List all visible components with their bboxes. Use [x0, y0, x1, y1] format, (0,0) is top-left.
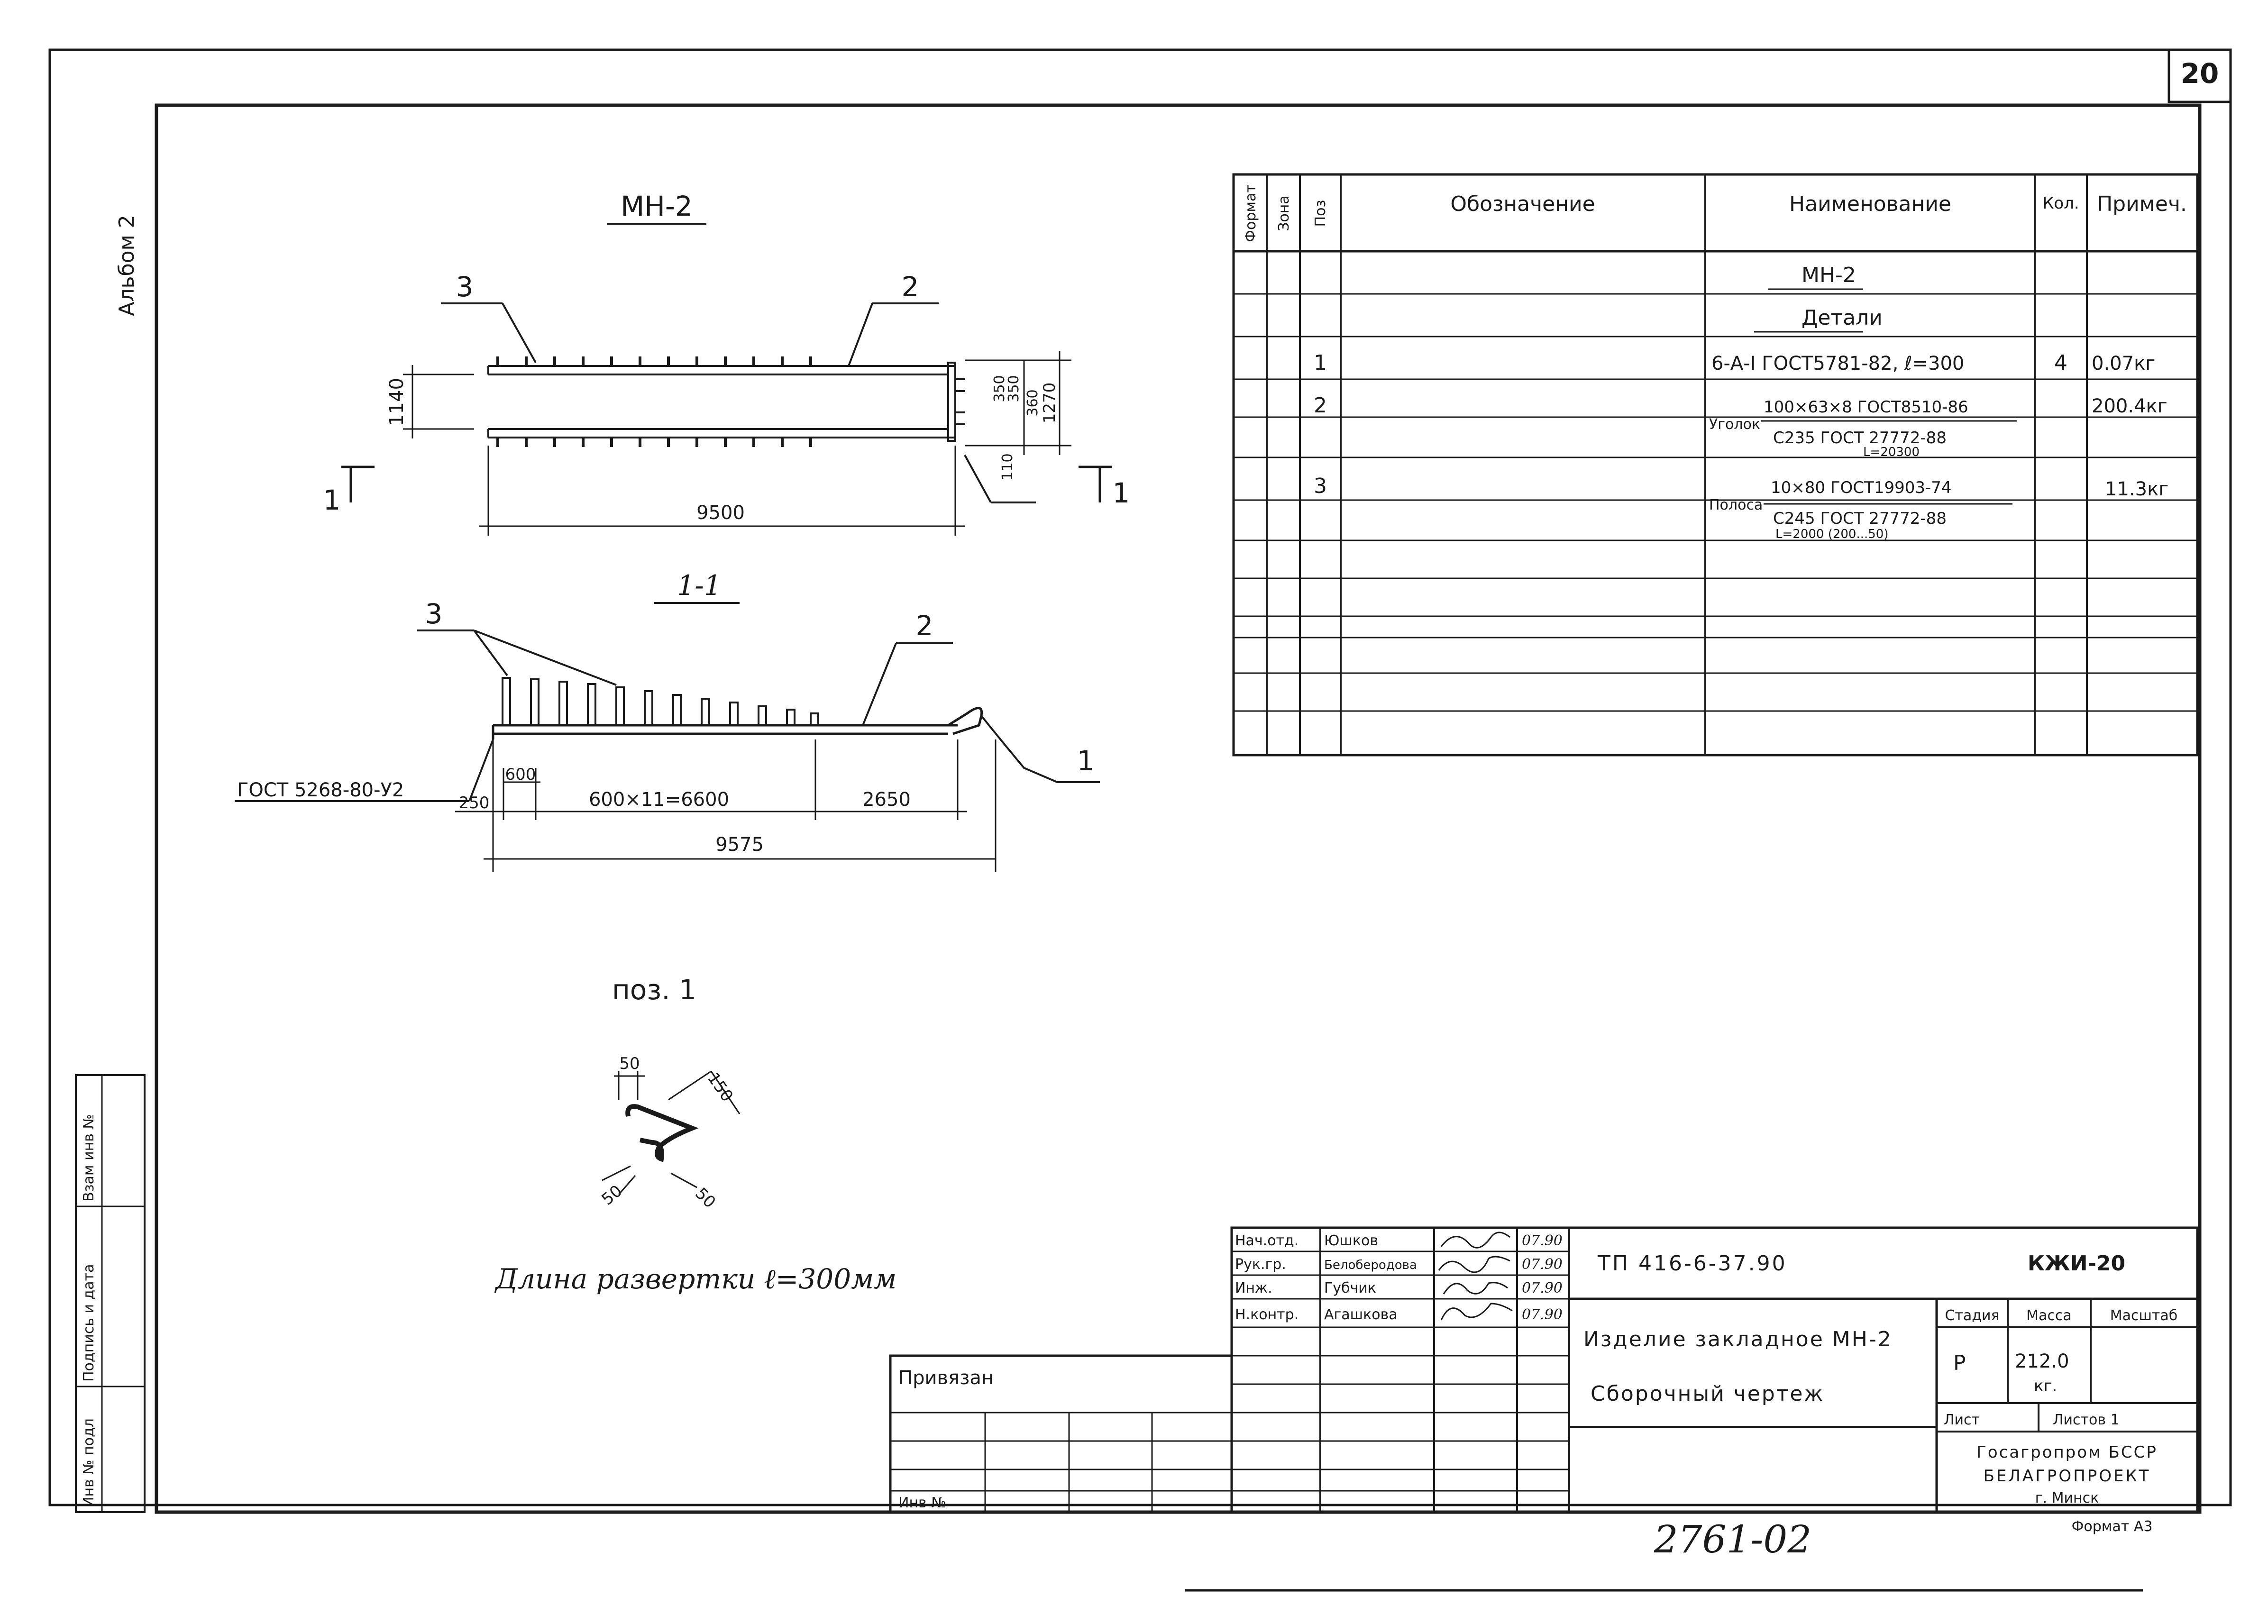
- plan-callout-3: 3: [456, 271, 474, 303]
- stage-value: Р: [1953, 1351, 1966, 1375]
- sheets-label: Листов 1: [2053, 1412, 2120, 1428]
- dim-6600: 600×11=6600: [589, 789, 729, 811]
- sig-date-0: 07.90: [1522, 1232, 1563, 1249]
- section-mark-left: 1: [323, 484, 341, 516]
- row-4-name-top: 10×80 ГОСТ19903-74: [1771, 478, 1952, 497]
- attached-label: Привязан: [898, 1367, 994, 1389]
- row-3-pos: 2: [1314, 393, 1327, 418]
- section-title: 1-1: [677, 569, 721, 602]
- signature-scribbles: [1438, 1232, 1513, 1321]
- sheet-number: 20: [2181, 57, 2219, 90]
- weld-note: ГОСТ 5268-80-У2: [237, 779, 404, 801]
- dim-1270: 1270: [1040, 383, 1059, 424]
- album-label: Альбом 2: [115, 215, 139, 316]
- outer-frame: [48, 48, 2232, 1506]
- row-3-note: 200.4кг: [2092, 395, 2167, 417]
- scale-label: Масштаб: [2110, 1307, 2178, 1324]
- hdr-format: Формат: [1243, 184, 1259, 242]
- product-name: Изделие закладное МН-2: [1583, 1327, 1893, 1351]
- pos1-dim-50b: 50: [598, 1181, 626, 1209]
- plan-callout-2: 2: [902, 271, 919, 303]
- sig-role-0: Нач.отд.: [1235, 1232, 1299, 1249]
- mass-value: 212.0: [2015, 1350, 2069, 1372]
- org-line2: БЕЛАГРОПРОЕКТ: [1984, 1467, 2151, 1486]
- sig-date-3: 07.90: [1522, 1306, 1563, 1323]
- row-3-name-bottom: С235 ГОСТ 27772-88: [1773, 429, 1947, 447]
- section-view: 1-1 3 2 1: [235, 569, 1100, 872]
- dim-110: 110: [999, 453, 1016, 480]
- mass-unit: кг.: [2034, 1377, 2057, 1396]
- dim-600: 600: [505, 765, 536, 784]
- hdr-pos: Поз: [1312, 200, 1329, 227]
- row-4-prefix: Полоса: [1709, 497, 1763, 513]
- sig-role-2: Инж.: [1235, 1280, 1272, 1296]
- pos1-title: поз. 1: [612, 974, 696, 1006]
- dim-1140: 1140: [386, 378, 408, 426]
- row-4-pos: 3: [1314, 474, 1327, 498]
- row-2-name: 6-А-I ГОСТ5781-82, ℓ=300: [1711, 353, 1964, 374]
- row-4-name-extra: L=2000 (200...50): [1775, 527, 1889, 541]
- title-block: Нач.отд. Юшков 07.90 Рук.гр. Белоберодов…: [889, 1226, 2199, 1514]
- dim-350a: 350: [991, 375, 1008, 402]
- row-4-note: 11.3кг: [2105, 478, 2168, 500]
- pos1-view: поз. 1 50 150 50 50 Длина развертки ℓ=30…: [494, 974, 896, 1295]
- strip-vzam-inv: Взам инв №: [81, 1114, 97, 1202]
- row-2-pos: 1: [1314, 351, 1327, 375]
- sig-role-1: Рук.гр.: [1235, 1256, 1286, 1273]
- row-2-qty: 4: [2054, 351, 2067, 375]
- unfold-note: Длина развертки ℓ=300мм: [494, 1263, 896, 1295]
- stage-label: Стадия: [1945, 1307, 1999, 1324]
- row-2-note: 0.07кг: [2092, 353, 2155, 374]
- dim-250: 250: [459, 794, 490, 812]
- plan-title: МН-2: [621, 190, 693, 222]
- section-callout-1: 1: [1077, 745, 1095, 777]
- hdr-zone: Зона: [1276, 195, 1292, 231]
- format-note: Формат А3: [2072, 1518, 2153, 1535]
- spec-table: Формат Зона Поз Обозначение Наименование…: [1232, 173, 2199, 757]
- hdr-designation: Обозначение: [1450, 192, 1595, 216]
- sig-name-3: Агашкова: [1324, 1306, 1398, 1323]
- row-1-name: Детали: [1802, 306, 1883, 330]
- inv-label: Инв №: [898, 1495, 946, 1511]
- dim-350b: 350: [1006, 375, 1022, 402]
- org-line3: г. Минск: [2035, 1490, 2099, 1506]
- dim-9500: 9500: [696, 502, 745, 524]
- row-3-name-top: 100×63×8 ГОСТ8510-86: [1764, 398, 1968, 417]
- sig-name-1: Белоберодова: [1324, 1258, 1417, 1272]
- dim-360: 360: [1024, 389, 1041, 416]
- row-3-prefix: Уголок: [1709, 416, 1760, 433]
- row-3-name-extra: L=20300: [1863, 445, 1920, 459]
- mass-label: Масса: [2026, 1307, 2072, 1324]
- dim-9575: 9575: [715, 834, 764, 856]
- dim-2650: 2650: [862, 789, 911, 811]
- sig-date-2: 07.90: [1522, 1280, 1563, 1296]
- bottom-number: 2761-02: [1654, 1517, 1811, 1561]
- drawing-type: Сборочный чертеж: [1591, 1382, 1824, 1406]
- sheet-label: Лист: [1944, 1412, 1980, 1428]
- hdr-name: Наименование: [1789, 192, 1951, 216]
- section-callout-3: 3: [425, 598, 443, 630]
- pos1-dim-150: 150: [704, 1069, 737, 1105]
- left-strip: Инв № подл Подпись и дата Взам инв №: [75, 1074, 146, 1513]
- pos1-dim-50a: 50: [619, 1054, 640, 1073]
- row-0-name: МН-2: [1802, 263, 1856, 287]
- sig-name-2: Губчик: [1324, 1280, 1376, 1296]
- hdr-qty: Кол.: [2042, 194, 2079, 213]
- doc-code: ТП 416-6-37.90: [1597, 1251, 1787, 1276]
- sheet-number-box: [2167, 48, 2232, 103]
- section-mark-right: 1: [1113, 477, 1130, 509]
- sig-role-3: Н.контр.: [1235, 1306, 1299, 1323]
- strip-podpis-data: Подпись и дата: [81, 1264, 97, 1382]
- sig-name-0: Юшков: [1324, 1232, 1378, 1249]
- sig-date-1: 07.90: [1522, 1256, 1563, 1273]
- row-4-name-bottom: С245 ГОСТ 27772-88: [1773, 509, 1947, 528]
- sheet-code: КЖИ-20: [2028, 1251, 2125, 1276]
- section-callout-2: 2: [916, 610, 933, 642]
- plan-view: МН-2: [323, 190, 1130, 536]
- pos1-dim-50c: 50: [691, 1184, 719, 1212]
- hdr-note: Примеч.: [2097, 192, 2187, 216]
- org-line1: Госагропром БССР: [1976, 1443, 2158, 1462]
- strip-inv-podl: Инв № подл: [81, 1418, 97, 1507]
